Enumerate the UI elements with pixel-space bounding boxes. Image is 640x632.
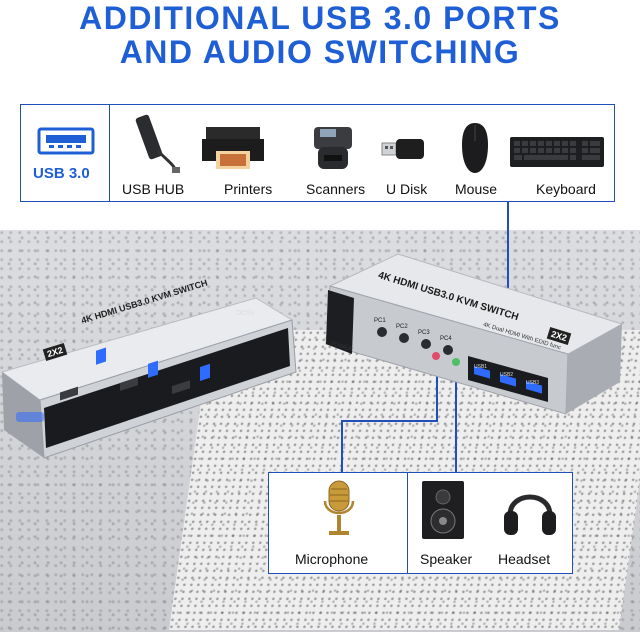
usb-hub-icon (135, 114, 180, 173)
scanner-icon (314, 127, 352, 169)
audio-label-microphone: Microphone (295, 551, 369, 567)
mouse-icon (462, 123, 488, 173)
rear-switch-dc-label: DC5V (236, 310, 255, 317)
u-disk-icon (381, 139, 424, 159)
device-label-usb-hub: USB HUB (122, 181, 185, 197)
microphone-panel: Microphone (268, 472, 408, 574)
front-switch-pc-button-4: PC4 (440, 336, 452, 342)
microphone-icon (323, 480, 355, 535)
audio-label-speaker: Speaker (420, 551, 473, 567)
front-switch-pc-button-1: PC1 (374, 318, 386, 324)
headline-line-1: ADDITIONAL USB 3.0 PORTS (79, 0, 561, 36)
front-switch-usb-port-3: USB3 (526, 380, 540, 386)
usb-devices-panel: USB HUB Printers Scanners U Disk Mouse (109, 104, 615, 202)
front-switch-usb-port-2: USB2 (500, 372, 514, 378)
front-switch-pc-button-3: PC3 (418, 330, 430, 336)
speaker-wire (455, 372, 457, 472)
speaker-icon (422, 481, 464, 539)
device-label-u-disk: U Disk (386, 181, 428, 197)
kvm-switch-front (325, 253, 624, 415)
headset-icon (504, 494, 556, 535)
speaker-headset-panel: Speaker Headset (407, 472, 573, 574)
device-label-keyboard: Keyboard (536, 181, 596, 197)
printer-icon (202, 127, 264, 169)
usb-3-label: USB 3.0 (33, 165, 90, 182)
usb-3-panel: USB 3.0 (20, 104, 110, 202)
mic-wire-horizontal (341, 420, 437, 422)
front-switch-pc-button-2: PC2 (396, 324, 408, 330)
device-label-printers: Printers (224, 181, 273, 197)
usb-port-icon (37, 127, 95, 155)
audio-label-headset: Headset (498, 551, 551, 567)
headline-line-2: AND AUDIO SWITCHING (119, 34, 521, 70)
keyboard-icon (510, 137, 604, 167)
device-label-scanners: Scanners (306, 181, 366, 197)
usb-connection-wire (507, 202, 509, 370)
mic-wire-vertical (341, 420, 343, 472)
kvm-switch-rear (0, 297, 297, 459)
device-label-mouse: Mouse (455, 181, 498, 197)
mic-wire-riser (436, 370, 438, 422)
front-switch-usb-port-1: USB1 (474, 364, 488, 370)
